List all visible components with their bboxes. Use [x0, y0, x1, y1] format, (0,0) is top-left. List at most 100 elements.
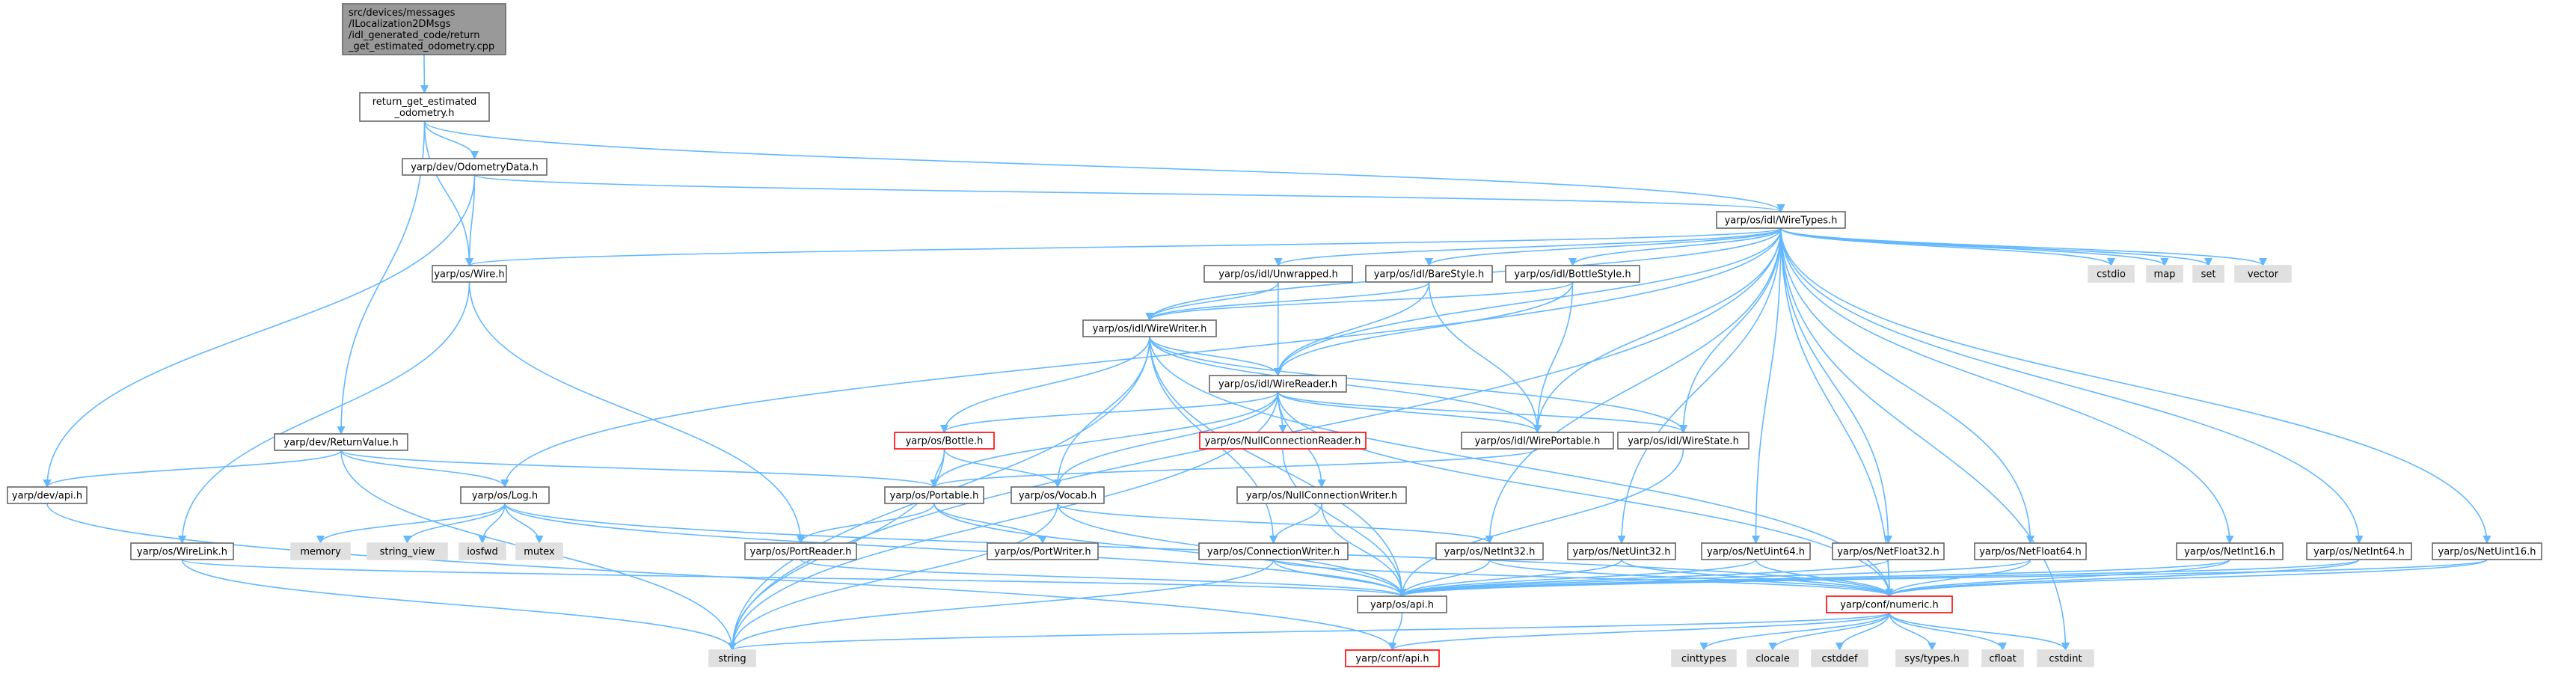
edge-nullconnwriter-to-connwriter [1269, 503, 1322, 545]
node-netuint16[interactable]: yarp/os/NetUint16.h [2432, 542, 2542, 560]
edge-log-to-memory [316, 503, 506, 545]
node-box [2176, 542, 2284, 560]
node-box [1461, 432, 1614, 450]
node-box [290, 542, 351, 560]
edge-wiretypes-to-cstdint [1780, 227, 2070, 652]
node-unwrapped[interactable]: yarp/os/idl/Unwrapped.h [1203, 265, 1353, 283]
node-portable[interactable]: yarp/os/Portable.h [884, 486, 984, 504]
edge-wiretypes-to-netuint64 [1751, 227, 1782, 545]
edge-wirereader-to-bottle [940, 391, 1279, 434]
node-wirereader[interactable]: yarp/os/idl/WireReader.h [1209, 375, 1347, 393]
edge-nullconnreader-to-osapi [1282, 448, 1407, 598]
node-connwriter[interactable]: yarp/os/ConnectionWriter.h [1198, 542, 1349, 560]
node-box [359, 92, 490, 122]
edge-wire-to-wirelink [177, 281, 470, 545]
node-osapi[interactable]: yarp/os/api.h [1357, 595, 1447, 613]
edge-numeric-to-systypes [1889, 612, 1936, 652]
edge-wire-to-portreader [468, 281, 806, 545]
node-box [460, 486, 550, 504]
edge-wireportable-to-portable [930, 448, 1539, 488]
edge-wirewriter-to-wirereader [1149, 336, 1283, 377]
node-cfloat: cfloat [1981, 649, 2024, 667]
node-vocab[interactable]: yarp/os/Vocab.h [1011, 486, 1105, 504]
node-netuint64[interactable]: yarp/os/NetUint64.h [1701, 542, 1811, 560]
node-devapi[interactable]: yarp/dev/api.h [7, 486, 88, 504]
node-log[interactable]: yarp/os/Log.h [460, 486, 550, 504]
edge-netuint64-to-osapi [1398, 559, 1757, 598]
node-label: yarp/os/Bottle.h [906, 436, 984, 447]
node-wirestate[interactable]: yarp/os/idl/WireState.h [1617, 432, 1749, 450]
node-wire[interactable]: yarp/os/Wire.h [432, 265, 507, 283]
edge-wiretypes-to-bottlestyle [1568, 227, 1782, 267]
node-netuint32[interactable]: yarp/os/NetUint32.h [1567, 542, 1676, 560]
node-label: yarp/os/NetUint16.h [2438, 547, 2536, 558]
node-wirelink[interactable]: yarp/os/WireLink.h [130, 542, 234, 560]
edge-reo-to-retval [337, 120, 426, 435]
node-label: yarp/os/NetInt32.h [1444, 547, 1536, 558]
node-nullconnwriter[interactable]: yarp/os/NullConnectionWriter.h [1236, 486, 1407, 504]
edge-odo-to-devapi [43, 174, 476, 488]
node-label: yarp/os/NetFloat64.h [1979, 547, 2082, 558]
node-netfloat64[interactable]: yarp/os/NetFloat64.h [1974, 542, 2087, 560]
node-label: cstddef [1821, 654, 1858, 665]
node-odo[interactable]: yarp/dev/OdometryData.h [402, 158, 548, 176]
node-wiretypes[interactable]: yarp/os/idl/WireTypes.h [1716, 211, 1846, 229]
node-numeric[interactable]: yarp/conf/numeric.h [1826, 595, 1953, 613]
node-label: yarp/conf/api.h [1355, 654, 1429, 665]
edge-barestyle-to-wirewriter [1145, 281, 1430, 322]
node-cstddef: cstddef [1811, 649, 1868, 667]
node-box [2088, 265, 2135, 283]
edge-wiretypes-to-wirereader [1273, 227, 1782, 377]
node-portwriter[interactable]: yarp/os/PortWriter.h [987, 542, 1099, 560]
node-box [1236, 486, 1407, 504]
node-box [1617, 432, 1749, 450]
node-box [2192, 265, 2224, 283]
node-wireportable[interactable]: yarp/os/idl/WirePortable.h [1461, 432, 1614, 450]
edge-wiretypes-to-netint32 [1485, 227, 1782, 545]
node-box [2037, 649, 2094, 667]
node-label: yarp/os/idl/WireState.h [1628, 436, 1739, 447]
node-label: cfloat [1989, 654, 2016, 665]
node-cstdint: cstdint [2037, 649, 2094, 667]
edge-root-to-reo [420, 54, 429, 94]
node-memory: memory [290, 542, 351, 560]
edge-netint16-to-numeric [1885, 559, 2230, 598]
node-netint32[interactable]: yarp/os/NetInt32.h [1435, 542, 1544, 560]
node-root[interactable]: src/devices/messages/ILocalization2DMsgs… [342, 3, 506, 55]
node-nullconnreader[interactable]: yarp/os/NullConnectionReader.h [1199, 432, 1367, 450]
node-box [1716, 211, 1846, 229]
node-bottle[interactable]: yarp/os/Bottle.h [894, 432, 995, 450]
node-label: /idl_generated_code/return [349, 30, 479, 41]
edge-wiretypes-to-netuint16 [1780, 227, 2491, 545]
node-box [1826, 595, 1953, 613]
node-wirewriter[interactable]: yarp/os/idl/WireWriter.h [1082, 319, 1217, 337]
node-box [1505, 265, 1640, 283]
node-label: yarp/dev/ReturnValue.h [283, 438, 398, 449]
edge-wirewriter-to-wirestate [1149, 336, 1687, 434]
node-bottlestyle[interactable]: yarp/os/idl/BottleStyle.h [1505, 265, 1640, 283]
node-label: memory [300, 547, 341, 558]
node-barestyle[interactable]: yarp/os/idl/BareStyle.h [1365, 265, 1493, 283]
node-netfloat32[interactable]: yarp/os/NetFloat32.h [1832, 542, 1945, 560]
edge-portable-to-portreader [796, 503, 935, 545]
edge-wirereader-to-wirestate [1277, 391, 1687, 434]
node-netint64[interactable]: yarp/os/NetInt64.h [2306, 542, 2412, 560]
node-retval[interactable]: yarp/dev/ReturnValue.h [274, 433, 408, 451]
node-label: yarp/os/idl/WirePortable.h [1475, 436, 1601, 447]
node-box [1199, 432, 1367, 450]
node-label: yarp/os/ConnectionWriter.h [1207, 547, 1340, 558]
edge-log-to-iosfwd [478, 503, 506, 545]
node-box [1701, 542, 1811, 560]
node-label: cstdio [2097, 269, 2126, 281]
node-box [1357, 595, 1447, 613]
node-reo[interactable]: return_get_estimated_odometry.h [359, 92, 490, 122]
node-confapi[interactable]: yarp/conf/api.h [1345, 649, 1440, 667]
edge-wiretypes-to-vector [1780, 227, 2267, 267]
node-netint16[interactable]: yarp/os/NetInt16.h [2176, 542, 2284, 560]
node-box [1011, 486, 1105, 504]
node-box [1567, 542, 1676, 560]
node-portreader[interactable]: yarp/os/PortReader.h [744, 542, 857, 560]
edge-retval-to-portable [340, 450, 939, 488]
node-box [884, 486, 984, 504]
edge-log-to-osapi [504, 503, 1406, 598]
